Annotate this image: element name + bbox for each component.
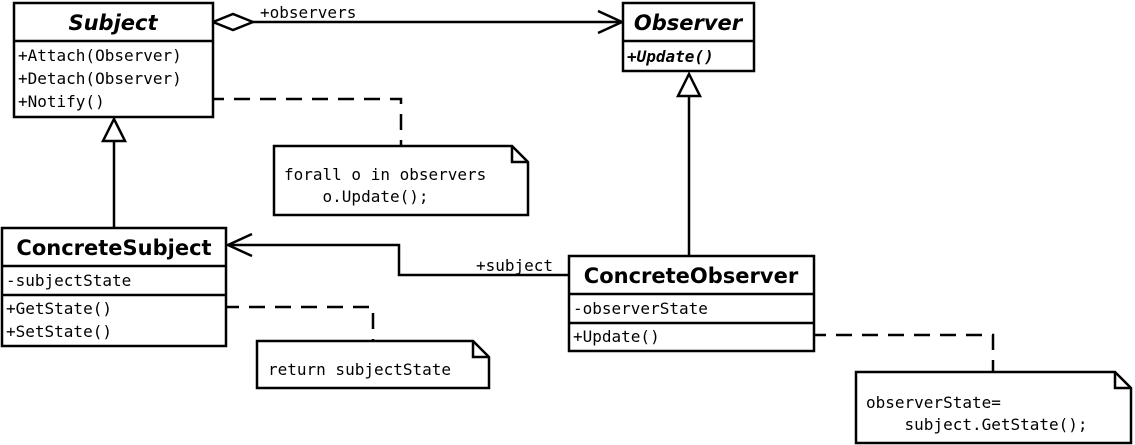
subject-arrowhead	[224, 232, 253, 258]
subject-association-line	[228, 243, 569, 277]
getstate-note-line-1: return subjectState	[268, 360, 451, 379]
concrete-subject-op-setstate: +SetState()	[6, 322, 112, 341]
subject-op-notify: +Notify()	[18, 92, 105, 111]
observer-op-update: +Update()	[627, 47, 714, 66]
concrete-subject-op-getstate: +GetState()	[6, 299, 112, 318]
concrete-observer-attr-state: -observerState	[573, 299, 708, 318]
subject-op-attach: +Attach(Observer)	[18, 46, 182, 65]
getstate-note: return subjectState	[255, 339, 491, 390]
notify-note-line-2: o.Update();	[284, 187, 429, 206]
observers-association-label: +observers	[260, 3, 356, 22]
concrete-subject-class: ConcreteSubject -subjectState +GetState(…	[0, 226, 228, 348]
update-note-line-1: observerState=	[866, 393, 1001, 412]
observer-inheritance-triangle	[675, 71, 703, 98]
concrete-subject-attr-state: -subjectState	[6, 271, 131, 290]
notify-note: forall o in observers o.Update();	[272, 144, 530, 217]
observer-class: Observer +Update()	[621, 1, 756, 73]
concrete-observer-class-name: ConcreteObserver	[584, 264, 799, 288]
subject-op-detach: +Detach(Observer)	[18, 69, 182, 88]
aggregation-diamond	[209, 12, 257, 32]
subject-association-label: +subject	[476, 256, 553, 275]
notify-note-line-1: forall o in observers	[284, 165, 486, 184]
concrete-observer-op-update: +Update()	[573, 327, 660, 346]
subject-class: Subject +Attach(Observer) +Detach(Observ…	[12, 1, 215, 119]
concrete-observer-class: ConcreteObserver -observerState +Update(…	[567, 254, 816, 353]
subject-class-name: Subject	[68, 11, 158, 35]
update-note-line-2: subject.GetState();	[866, 415, 1088, 434]
update-note: observerState= subject.GetState();	[854, 370, 1133, 445]
observer-class-name: Observer	[634, 11, 744, 35]
notify-note-anchor	[130, 97, 403, 146]
subject-inheritance-triangle	[100, 116, 128, 143]
concrete-subject-class-name: ConcreteSubject	[16, 236, 211, 260]
